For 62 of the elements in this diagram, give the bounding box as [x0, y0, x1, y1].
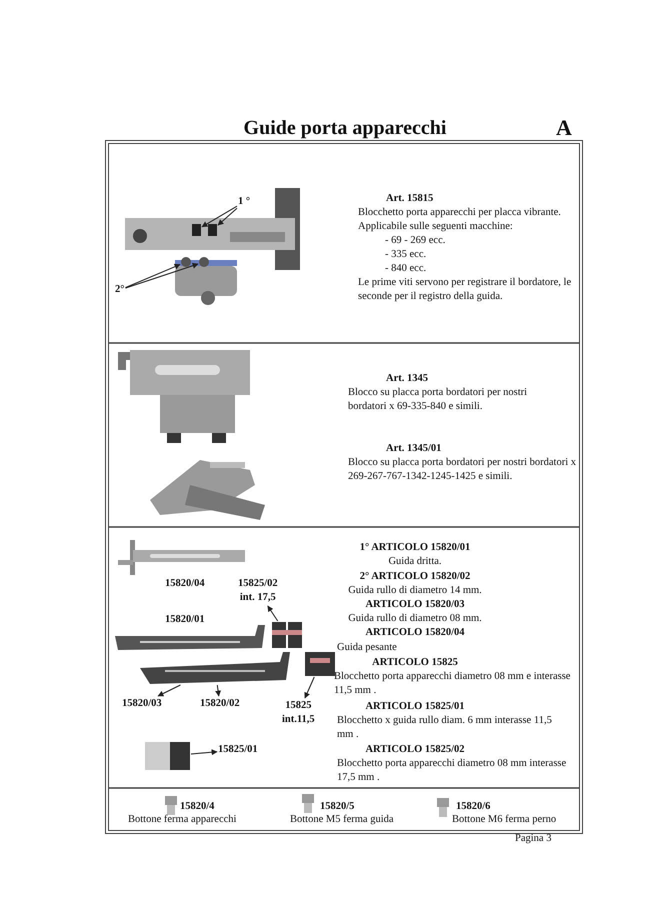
leader-arrow: [304, 676, 315, 699]
part-number: 15825/01: [218, 743, 258, 757]
screw-head: [208, 224, 217, 236]
part-number: 15820/04: [165, 577, 206, 591]
part-number: 15820/01: [165, 613, 206, 627]
article-heading: Art. 1345/01: [386, 442, 442, 456]
description-text: Guida pesante: [337, 641, 398, 655]
block-drawing: [145, 742, 190, 770]
article-heading: ARTICOLO 15825: [371, 656, 459, 670]
article-heading: ARTICOLO 15825/02: [364, 743, 466, 757]
part-number: 15820/02: [200, 697, 240, 711]
section-letter: A: [556, 116, 573, 140]
article-heading: 1° ARTICOLO 15820/01: [358, 541, 472, 555]
part-number: 15820/6: [456, 800, 492, 814]
screw-head: [181, 257, 191, 267]
part-number: 15825/02: [238, 577, 278, 591]
description-text: Le prime viti servono per registrare il bordatore, le seconde per il registro della guida.: [358, 276, 572, 304]
part-description: Bottone ferma apparecchi: [128, 813, 238, 827]
guide-bar-drawing: [140, 652, 290, 684]
leader-arrow: [190, 749, 218, 756]
spacing-label: int.11,5: [282, 713, 315, 727]
callout-number: 1 °: [238, 195, 250, 209]
description-text: Guida dritta.: [387, 555, 443, 569]
page-title: Guide porta apparecchi: [242, 116, 448, 140]
part-number: 15820/4: [180, 800, 216, 814]
list-item: - 335 ecc.: [385, 248, 428, 262]
part-description: Bottone M6 ferma perno: [452, 813, 558, 827]
description-text: Blocchetto porta apparecchi per placca vibrante.: [358, 206, 562, 220]
part-number: 15820/03: [122, 697, 162, 711]
article-heading: Art. 1345: [386, 372, 429, 386]
description-text: Blocchetto porta apparecchi diametro 08 mm e interasse 11,5 mm .: [334, 670, 572, 698]
leader-arrow: [215, 684, 222, 697]
description-text: Blocchetto porta apparecchi diametro 08 mm interasse 17,5 mm .: [337, 757, 567, 785]
callout-number: 2°: [115, 283, 124, 297]
leader-arrow: [158, 684, 181, 696]
article-heading: Art. 15815: [386, 192, 434, 206]
article-heading: 2° ARTICOLO 15820/02: [358, 570, 472, 584]
part-number: 15820/5: [320, 800, 356, 814]
leader-arrow: [218, 208, 238, 226]
leader-arrow: [124, 262, 199, 289]
article-heading: ARTICOLO 15820/04: [364, 626, 466, 640]
part-description: Bottone M5 ferma guida: [290, 813, 395, 827]
spacing-label: int. 17,5: [238, 591, 277, 605]
part-number: 15825: [284, 699, 312, 713]
description-text: Guida rullo di diametro 08 mm.: [347, 612, 483, 626]
list-item: - 69 - 269 ecc.: [385, 234, 446, 248]
roller-block-drawing: [272, 622, 302, 648]
leader-arrow: [267, 606, 278, 622]
description-text: Guida rullo di diametro 14 mm.: [347, 584, 483, 598]
description-text: Applicabile sulle seguenti macchine:: [358, 220, 514, 234]
description-text: Blocchetto x guida rullo diam. 6 mm interasse 11,5 mm .: [337, 714, 553, 742]
description-text: Blocco su placca porta bordatori per nostri bordatori x 269-267-767-1342-1245-1425 e simili.: [348, 456, 578, 484]
leader-arrow: [201, 206, 238, 228]
page-number: Pagina 3: [515, 832, 552, 846]
description-text: Blocco su placca porta bordatori per nostri bordatori x 69-335-840 e simili.: [348, 386, 528, 414]
screw-head: [192, 224, 201, 236]
list-item: - 840 ecc.: [385, 262, 428, 276]
article-heading: ARTICOLO 15825/01: [364, 700, 466, 714]
article-heading: ARTICOLO 15820/03: [364, 598, 466, 612]
roller-block-drawing: [305, 652, 335, 676]
screw-head: [199, 257, 209, 267]
leader-arrow: [124, 264, 181, 288]
